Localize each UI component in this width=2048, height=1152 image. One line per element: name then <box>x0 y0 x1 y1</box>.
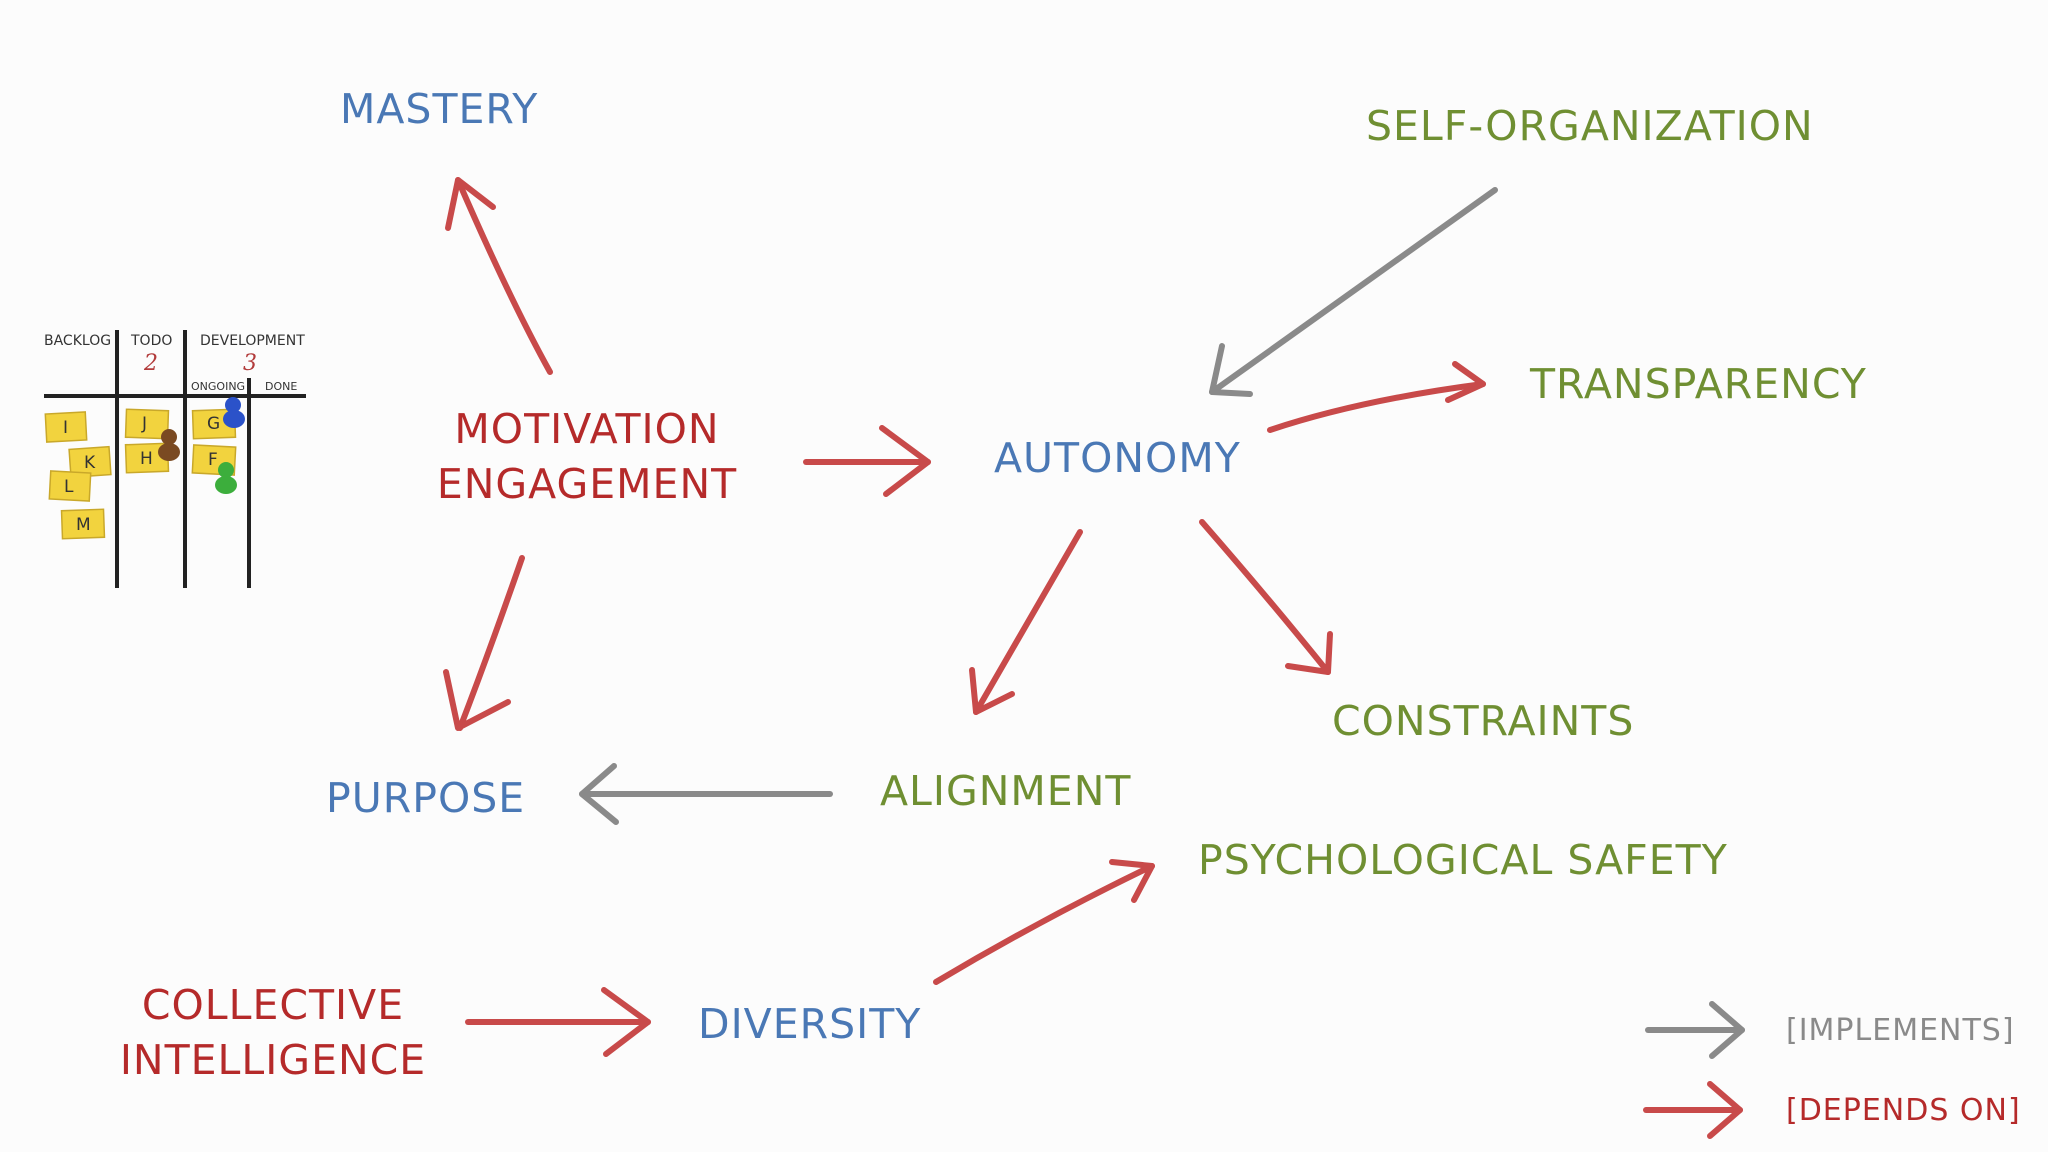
wip-limit-todo: 2 <box>143 351 158 376</box>
board-column-development: DEVELOPMENT <box>200 333 305 349</box>
sticky-note-label: J <box>141 414 147 434</box>
arrow-diversity-to-psychological-safety <box>933 859 1155 985</box>
board-subcolumn-done: DONE <box>265 380 297 393</box>
sticky-note <box>60 508 106 540</box>
node-transparency: TRANSPARENCY <box>1529 360 1867 408</box>
arrow-autonomy-to-transparency <box>1267 361 1486 433</box>
node-mastery: MASTERY <box>340 85 538 133</box>
arrow-motivation-to-mastery <box>445 177 553 375</box>
sticky-note <box>44 411 88 443</box>
legend-implements-label: [IMPLEMENTS] <box>1786 1013 2015 1048</box>
node-purpose: PURPOSE <box>326 774 525 822</box>
node-motivation-line1: MOTIVATION <box>454 405 719 453</box>
node-psychological-safety: PSYCHOLOGICAL SAFETY <box>1198 836 1728 884</box>
sticky-note-label: H <box>140 449 153 469</box>
board-column-backlog: BACKLOG <box>44 333 111 349</box>
sticky-note <box>124 408 170 440</box>
sticky-note-label: K <box>84 453 96 473</box>
node-constraints: CONSTRAINTS <box>1332 697 1634 745</box>
arrow-self-organization-to-autonomy <box>1209 187 1498 397</box>
sticky-note-label: M <box>76 515 91 535</box>
sticky-note-label: G <box>207 414 220 434</box>
arrow-collective-to-diversity <box>465 987 651 1057</box>
legend: [IMPLEMENTS] [DEPENDS ON] <box>1786 1013 2021 1128</box>
arrow-autonomy-to-constraints <box>1199 519 1333 675</box>
arrow-motivation-to-autonomy <box>803 425 931 497</box>
legend-arrow-depends-on <box>1643 1081 1743 1139</box>
arrow-autonomy-to-alignment <box>969 529 1083 715</box>
node-collective-line2: INTELLIGENCE <box>120 1036 426 1084</box>
sticky-note <box>48 470 92 502</box>
arrow-motivation-to-purpose <box>443 555 525 731</box>
person-icon <box>215 462 237 494</box>
board-column-todo: TODO <box>130 333 172 349</box>
legend-arrow-implements <box>1645 1001 1745 1059</box>
board-subcolumn-ongoing: ONGOING <box>191 380 245 393</box>
wip-limit-development: 3 <box>243 351 257 376</box>
kanban-board: BACKLOG TODO DEVELOPMENT 2 3 ONGOING DON… <box>44 330 306 588</box>
sticky-note-label: L <box>64 477 74 497</box>
arrow-alignment-to-purpose <box>579 763 833 825</box>
sticky-note-label: I <box>63 418 68 438</box>
sticky-note-label: F <box>208 450 218 470</box>
node-collective-line1: COLLECTIVE <box>142 981 404 1029</box>
person-icon <box>158 429 180 461</box>
node-autonomy: AUTONOMY <box>994 434 1241 482</box>
person-icon <box>223 397 245 428</box>
node-diversity: DIVERSITY <box>698 1000 921 1048</box>
node-self-organization: SELF-ORGANIZATION <box>1366 102 1814 150</box>
node-alignment: ALIGNMENT <box>880 767 1131 815</box>
node-motivation-line2: ENGAGEMENT <box>437 460 737 508</box>
legend-depends-on-label: [DEPENDS ON] <box>1786 1093 2021 1128</box>
